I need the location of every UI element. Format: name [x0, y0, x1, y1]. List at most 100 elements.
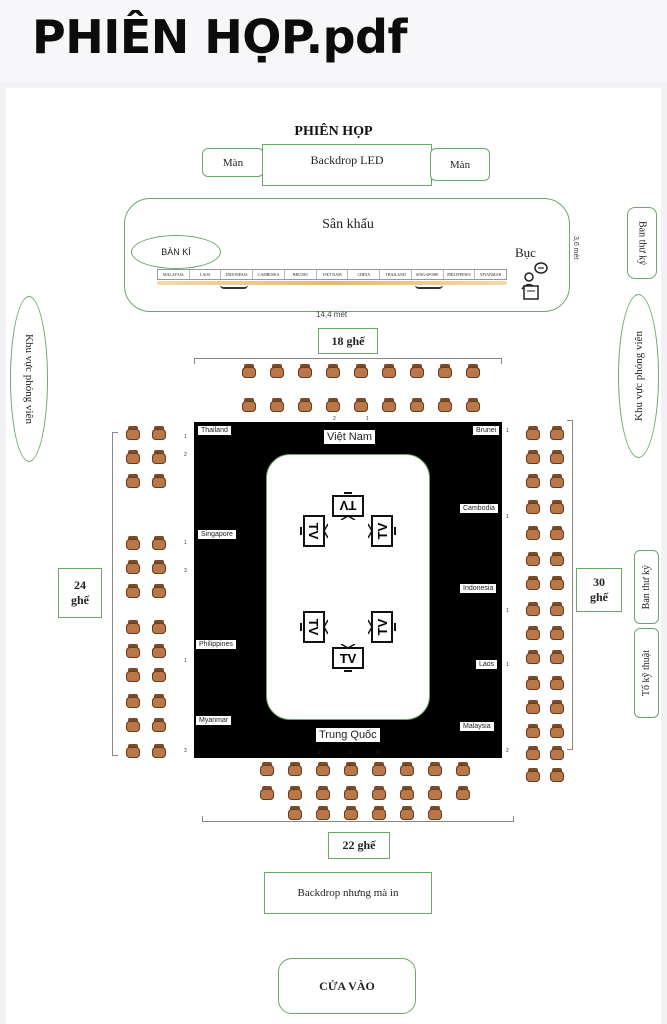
- tech-team: Tổ kỹ thuật: [634, 628, 659, 718]
- country-philippines: Philippines: [196, 640, 236, 649]
- chair-icon: [152, 450, 166, 464]
- flag-cell: SINGAPORE: [412, 270, 444, 279]
- secretary-right: Ban thư ký: [634, 550, 659, 624]
- country-thailand: Thailand: [198, 426, 231, 435]
- chair-icon: [466, 364, 480, 378]
- tv-label: TV: [339, 498, 357, 513]
- chair-icon: [526, 746, 540, 760]
- seat-number: 1: [506, 662, 509, 668]
- tv-label: TV: [375, 618, 390, 636]
- chair-icon: [126, 426, 140, 440]
- country-singapore: Singapore: [198, 530, 236, 539]
- chair-icon: [152, 644, 166, 658]
- chair-icon: [550, 676, 564, 690]
- chair-icon: [242, 398, 256, 412]
- country-cambodia: Cambodia: [460, 504, 498, 513]
- chair-icon: [152, 620, 166, 634]
- conference-table: [194, 422, 502, 758]
- tv-label: TV: [339, 651, 357, 666]
- chair-icon: [526, 676, 540, 690]
- secretary-top-label: Ban thư ký: [636, 220, 648, 266]
- chair-icon: [288, 786, 302, 800]
- flag-cell: CHINA: [348, 270, 381, 279]
- desk-leg: [220, 285, 248, 289]
- plan-title: PHIÊN HỌP: [294, 124, 373, 139]
- desk-leg: [415, 285, 443, 289]
- podium-speaker-icon: [521, 262, 548, 300]
- podium-label: Bục: [515, 245, 536, 260]
- chair-icon: [526, 768, 540, 782]
- chair-icon: [382, 364, 396, 378]
- chair-icon: [428, 786, 442, 800]
- flag-cell: MYANMAR: [480, 272, 502, 277]
- stage-width-label: 14,4 mét: [316, 310, 348, 319]
- chair-icon: [152, 584, 166, 598]
- country-myanmar: Myanmar: [196, 716, 232, 725]
- chair-icon: [152, 744, 166, 758]
- stage-label: Sân khấu: [322, 217, 374, 232]
- chair-icon: [298, 398, 312, 412]
- chair-icon: [288, 762, 302, 776]
- chair-icon: [152, 560, 166, 574]
- chair-icon: [550, 426, 564, 440]
- seat-number: 1: [349, 750, 352, 756]
- chair-icon: [316, 762, 330, 776]
- seat-number: 2: [318, 750, 321, 756]
- stage-flag-table: MALAYSIA LAOS INDONESIA CAMBODIA BRUNEI …: [157, 269, 507, 280]
- chair-icon: [242, 364, 256, 378]
- chair-icon: [152, 718, 166, 732]
- stage-depth-label: 3,6 mét: [572, 236, 579, 260]
- entrance: CỬA VÀO: [278, 958, 416, 1014]
- flag-cell: THAILAND: [380, 270, 412, 279]
- seat-count-right: 30 ghế: [576, 568, 622, 612]
- chair-icon: [550, 500, 564, 514]
- chair-icon: [526, 626, 540, 640]
- brace-left: [112, 432, 118, 756]
- country-brunei: Brunei: [473, 426, 500, 435]
- stage: Sân khấu BÀN KÍ Bục MALAYSIA LAOS INDONE…: [124, 198, 570, 312]
- chair-icon: [526, 552, 540, 566]
- chair-icon: [126, 536, 140, 550]
- chair-icon: [466, 398, 480, 412]
- brace-top: [194, 358, 502, 364]
- chair-icon: [550, 650, 564, 664]
- flag-cell: CAMBODIA: [253, 270, 285, 279]
- chair-icon: [526, 724, 540, 738]
- backdrop-print: Backdrop nhưng mà in: [264, 872, 432, 914]
- chair-icon: [270, 364, 284, 378]
- tv-icon: TV: [331, 490, 365, 521]
- curtain-right: Màn: [430, 148, 490, 181]
- press-area-right-label: Khu vực phóng viên: [632, 331, 645, 421]
- chair-icon: [456, 762, 470, 776]
- chair-icon: [550, 768, 564, 782]
- chair-icon: [344, 762, 358, 776]
- chair-icon: [372, 786, 386, 800]
- chair-icon: [550, 746, 564, 760]
- chair-icon: [526, 700, 540, 714]
- tv-icon: TV: [298, 514, 329, 548]
- chair-icon: [126, 584, 140, 598]
- chair-icon: [410, 398, 424, 412]
- press-area-right: Khu vực phóng viên: [618, 294, 659, 458]
- chair-icon: [526, 650, 540, 664]
- chair-icon: [126, 474, 140, 488]
- pdf-page[interactable]: PHIÊN HỌP Màn Backdrop LED Màn Sân khấu …: [6, 88, 661, 1024]
- flag-cell: MALAYSIA: [158, 270, 190, 279]
- chair-icon: [428, 762, 442, 776]
- chair-icon: [152, 694, 166, 708]
- curtain-left: Màn: [202, 148, 264, 177]
- chair-icon: [354, 398, 368, 412]
- chair-icon: [326, 398, 340, 412]
- chair-icon: [550, 602, 564, 616]
- tv-icon: TV: [331, 643, 365, 674]
- chair-icon: [400, 786, 414, 800]
- backdrop-led: Backdrop LED: [262, 144, 432, 186]
- chair-icon: [550, 526, 564, 540]
- file-title: PHIÊN HỌP.pdf: [32, 10, 407, 64]
- chair-icon: [550, 700, 564, 714]
- country-laos: Laos: [476, 660, 498, 669]
- flag-cell: VIET NAM: [317, 270, 349, 279]
- seat-number: 2: [184, 452, 187, 458]
- seat-number: 1: [184, 658, 187, 664]
- secretary-top: Ban thư ký: [627, 207, 657, 279]
